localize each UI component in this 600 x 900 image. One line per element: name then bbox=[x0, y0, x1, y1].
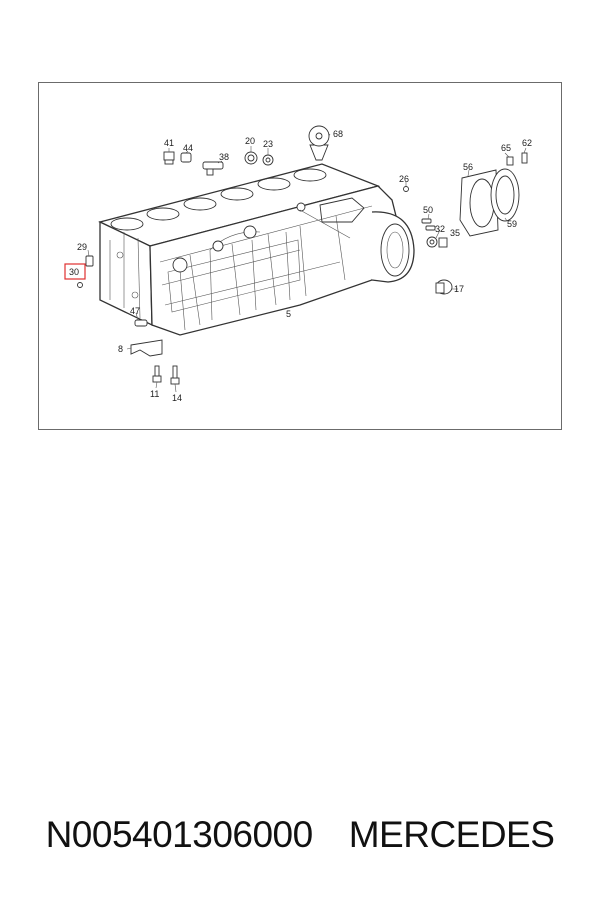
leader-lines bbox=[87, 133, 527, 393]
callout-35[interactable]: 35 bbox=[450, 228, 460, 238]
callout-59[interactable]: 59 bbox=[507, 219, 517, 229]
callout-30[interactable]: 30 bbox=[69, 267, 79, 277]
callout-62[interactable]: 62 bbox=[522, 138, 532, 148]
part-number: N005401306000 bbox=[45, 814, 314, 855]
callout-20[interactable]: 20 bbox=[245, 136, 255, 146]
engine-block bbox=[98, 163, 415, 336]
callout-50[interactable]: 50 bbox=[423, 205, 433, 215]
callout-47[interactable]: 47 bbox=[130, 306, 140, 316]
callout-8[interactable]: 8 bbox=[118, 344, 123, 354]
product-caption: N005401306000 MERCEDES bbox=[0, 805, 600, 865]
callout-26[interactable]: 26 bbox=[399, 174, 409, 184]
callout-30-highlight bbox=[64, 263, 86, 280]
callout-23[interactable]: 23 bbox=[263, 139, 273, 149]
callout-38[interactable]: 38 bbox=[219, 152, 229, 162]
callout-29[interactable]: 29 bbox=[77, 242, 87, 252]
callout-44[interactable]: 44 bbox=[183, 143, 193, 153]
brand-name: MERCEDES bbox=[348, 814, 555, 855]
callout-41[interactable]: 41 bbox=[164, 138, 174, 148]
callout-5[interactable]: 5 bbox=[286, 309, 291, 319]
callout-56[interactable]: 56 bbox=[463, 162, 473, 172]
callout-labels: 41 44 38 20 23 68 26 56 65 62 50 32 35 5… bbox=[64, 129, 532, 403]
parts bbox=[77, 125, 528, 385]
callout-32[interactable]: 32 bbox=[435, 224, 445, 234]
callout-68[interactable]: 68 bbox=[333, 129, 343, 139]
callout-17[interactable]: 17 bbox=[454, 284, 464, 294]
callout-14[interactable]: 14 bbox=[172, 393, 182, 403]
callout-65[interactable]: 65 bbox=[501, 143, 511, 153]
callout-11[interactable]: 11 bbox=[150, 389, 159, 399]
